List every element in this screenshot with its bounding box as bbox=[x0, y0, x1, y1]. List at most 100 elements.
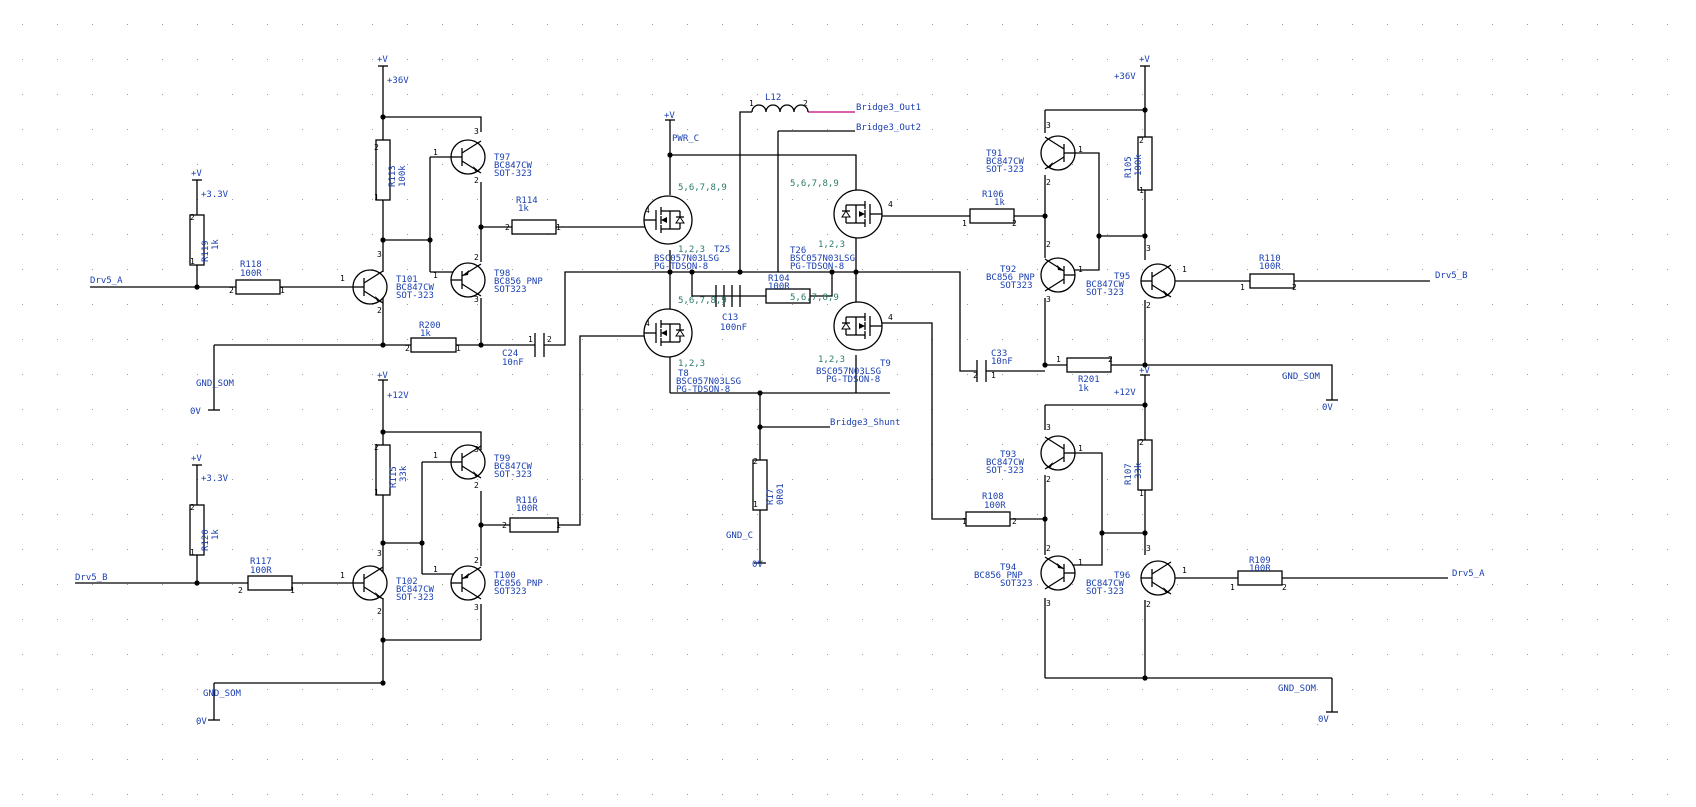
power-symbols bbox=[192, 65, 1338, 721]
part-t8-pkg: PG-TDSON-8 bbox=[676, 385, 730, 395]
part-t26-pkg: PG-TDSON-8 bbox=[790, 262, 844, 272]
bjt-t93 bbox=[1040, 435, 1076, 471]
part-r114-val: 1k bbox=[518, 204, 529, 214]
svg-text:2: 2 bbox=[377, 607, 382, 616]
part-r201-val: 1k bbox=[1078, 384, 1089, 394]
part-t100-val: BC856 PNP bbox=[494, 579, 543, 589]
capacitor-bodies bbox=[534, 104, 996, 382]
part-r201-ref: R201 bbox=[1078, 375, 1100, 385]
net-bridge3-out1: Bridge3_Out1 bbox=[856, 103, 921, 113]
part-t95-ref: T95 bbox=[1114, 272, 1130, 282]
part-t8-val: BSC057N03LSG bbox=[676, 377, 741, 387]
bjt-t101 bbox=[352, 269, 388, 305]
part-r17-ref: R17 bbox=[766, 489, 776, 505]
resistor-r110 bbox=[1249, 273, 1295, 289]
mosfet-t9 bbox=[833, 301, 883, 351]
part-t25-pins-bot: 1,2,3 bbox=[678, 245, 705, 255]
power-p12l-value: +12V bbox=[387, 391, 409, 401]
part-t95-pkg: SOT-323 bbox=[1086, 288, 1124, 298]
svg-text:2: 2 bbox=[377, 306, 382, 315]
svg-text:2: 2 bbox=[229, 286, 234, 295]
part-r104-ref: R104 bbox=[768, 274, 790, 284]
power-pwrc-value: PWR_C bbox=[672, 134, 699, 144]
svg-text:2: 2 bbox=[374, 443, 379, 452]
part-t102-pkg: SOT-323 bbox=[396, 593, 434, 603]
resistor-bodies bbox=[189, 136, 1295, 591]
svg-text:2: 2 bbox=[190, 503, 195, 512]
power-p36r: +V bbox=[1139, 55, 1150, 65]
svg-text:3: 3 bbox=[1146, 244, 1151, 253]
capacitor-c24 bbox=[534, 333, 545, 357]
part-c24-val: 10nF bbox=[502, 358, 524, 368]
part-t8-ref: T8 bbox=[678, 369, 689, 379]
svg-text:1: 1 bbox=[433, 148, 438, 157]
part-r104-val: 100R bbox=[768, 282, 790, 292]
svg-text:2: 2 bbox=[547, 335, 552, 344]
part-t91-val: BC847CW bbox=[986, 157, 1025, 167]
part-r116-ref: R116 bbox=[516, 496, 538, 506]
power-pwrc: +V bbox=[664, 111, 675, 121]
svg-text:1: 1 bbox=[1078, 145, 1083, 154]
power-p33a-value: +3.3V bbox=[201, 190, 229, 200]
svg-text:2: 2 bbox=[1292, 283, 1297, 292]
part-t92-val: BC856 PNP bbox=[986, 273, 1035, 283]
resistor-r117 bbox=[247, 575, 293, 591]
power-p33a: +V bbox=[191, 169, 202, 179]
svg-text:3: 3 bbox=[1046, 423, 1051, 432]
part-t26-val: BSC057N03LSG bbox=[790, 254, 855, 264]
bjt-t91 bbox=[1040, 135, 1076, 171]
resistor-r106 bbox=[969, 208, 1015, 224]
part-t26-pins-bot: 1,2,3 bbox=[818, 240, 845, 250]
svg-text:1: 1 bbox=[556, 223, 561, 232]
part-t93-ref: T93 bbox=[1000, 450, 1016, 460]
svg-text:1: 1 bbox=[340, 274, 345, 283]
resistor-r119 bbox=[189, 214, 205, 266]
part-t93-pkg: SOT-323 bbox=[986, 466, 1024, 476]
svg-text:3: 3 bbox=[474, 445, 479, 454]
part-r200-ref: R200 bbox=[419, 321, 441, 331]
part-t9-pins-top: 5,6,7,8,9 bbox=[790, 293, 839, 303]
svg-text:1: 1 bbox=[1230, 583, 1235, 592]
part-t8-pins-top: 5,6,7,8,9 bbox=[678, 296, 727, 306]
svg-text:1: 1 bbox=[1182, 566, 1187, 575]
part-r17-val: 0R01 bbox=[776, 483, 786, 505]
part-t99-val: BC847CW bbox=[494, 462, 533, 472]
power-p36r-value: +36V bbox=[1114, 72, 1136, 82]
part-r109-ref: R109 bbox=[1249, 556, 1271, 566]
part-c33-val: 10nF bbox=[991, 357, 1013, 367]
part-c13-val: 100nF bbox=[720, 323, 747, 333]
part-t91-pkg: SOT-323 bbox=[986, 165, 1024, 175]
bjt-symbols bbox=[352, 135, 1176, 601]
net-gnd-som-4: GND_SOM bbox=[1278, 684, 1317, 694]
svg-text:1: 1 bbox=[1139, 489, 1144, 498]
net-0v-3: 0V bbox=[752, 560, 763, 570]
svg-text:1: 1 bbox=[290, 586, 295, 595]
part-r108-val: 100R bbox=[984, 501, 1006, 511]
part-r120-val: 1k bbox=[211, 529, 221, 540]
part-t101-ref: T101 bbox=[396, 275, 418, 285]
part-r110-val: 100R bbox=[1259, 262, 1281, 272]
bjt-t92 bbox=[1040, 257, 1076, 293]
net-gnd-som-2: GND_SOM bbox=[203, 689, 242, 699]
part-t9-ref: T9 bbox=[880, 359, 891, 369]
svg-text:3: 3 bbox=[474, 603, 479, 612]
part-t25-pkg: PG-TDSON-8 bbox=[654, 262, 708, 272]
svg-text:1: 1 bbox=[190, 257, 195, 266]
svg-text:1: 1 bbox=[1078, 444, 1083, 453]
part-r115-val: 33k bbox=[399, 465, 409, 482]
bjt-t98 bbox=[450, 262, 486, 298]
part-t96-ref: T96 bbox=[1114, 571, 1130, 581]
part-r117-ref: R117 bbox=[250, 557, 272, 567]
part-t98-val: BC856 PNP bbox=[494, 277, 543, 287]
svg-text:1: 1 bbox=[1078, 558, 1083, 567]
svg-text:2: 2 bbox=[1046, 178, 1051, 187]
net-gnd-c: GND_C bbox=[726, 531, 753, 541]
svg-text:1: 1 bbox=[340, 571, 345, 580]
net-0v-4: 0V bbox=[1322, 403, 1333, 413]
svg-text:2: 2 bbox=[190, 213, 195, 222]
svg-text:1: 1 bbox=[433, 565, 438, 574]
svg-text:1: 1 bbox=[556, 521, 561, 530]
svg-text:2: 2 bbox=[1012, 219, 1017, 228]
resistor-r17 bbox=[752, 459, 768, 511]
net-0v-5: 0V bbox=[1318, 715, 1329, 725]
